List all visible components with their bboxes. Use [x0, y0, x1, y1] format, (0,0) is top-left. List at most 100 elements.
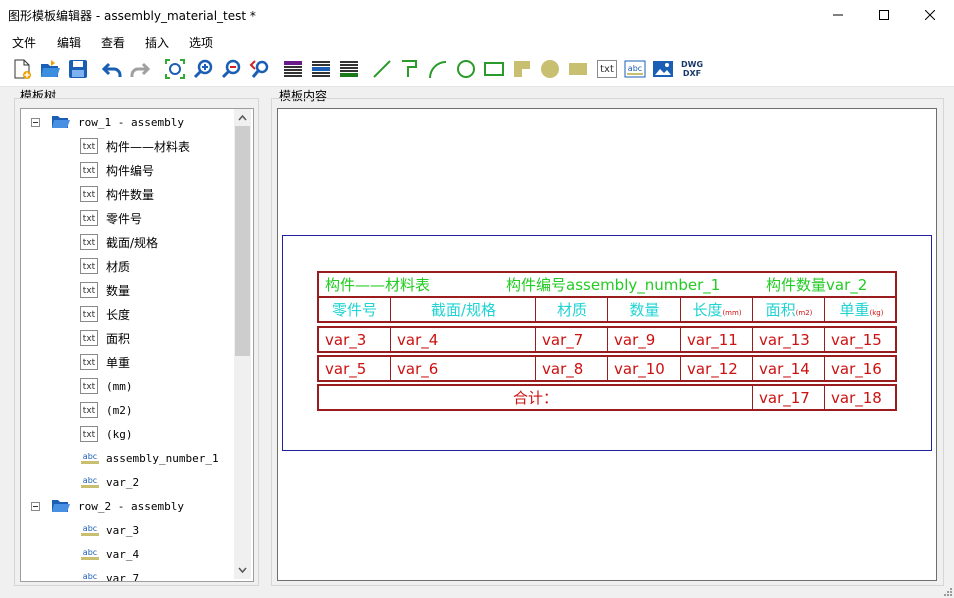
zoom-previous-icon: [249, 60, 269, 78]
total-label[interactable]: 合计：: [513, 389, 559, 407]
tree-leaf-node[interactable]: txt(mm): [80, 375, 133, 397]
save-icon: [69, 60, 87, 78]
table-cell[interactable]: var_9: [607, 328, 681, 351]
variable-text-button[interactable]: abc: [623, 57, 647, 81]
column-header-row[interactable]: 零件号 截面/规格 材质数量长度(mm)面积(m2)单重(kg): [317, 296, 897, 323]
table-cell[interactable]: var_13: [752, 328, 825, 351]
column-header[interactable]: 面积(m2): [752, 297, 825, 321]
column-header[interactable]: 材质: [535, 297, 608, 321]
assembly-count-var[interactable]: var_2: [826, 275, 868, 294]
menu-view[interactable]: 查看: [101, 36, 126, 50]
line-button[interactable]: [370, 57, 394, 81]
zoom-previous-button[interactable]: [247, 57, 271, 81]
window-title: 图形模板编辑器 - assembly_material_test *: [8, 9, 256, 23]
table-style-2-button[interactable]: [309, 57, 333, 81]
menu-edit[interactable]: 编辑: [57, 36, 82, 50]
column-header-label: 截面/规格: [430, 300, 497, 319]
menu-insert[interactable]: 插入: [145, 36, 170, 50]
scroll-down-button[interactable]: [235, 562, 250, 578]
table-cell[interactable]: var_11: [680, 328, 753, 351]
filled-polygon-button[interactable]: [510, 57, 534, 81]
assembly-number-var[interactable]: assembly_number_1: [566, 275, 721, 294]
new-file-button[interactable]: [10, 57, 34, 81]
tree-group-node[interactable]: row_1 - assembly: [31, 111, 184, 133]
save-button[interactable]: [66, 57, 90, 81]
table-cell[interactable]: var_8: [535, 357, 608, 380]
close-icon: [925, 10, 935, 20]
redo-button[interactable]: [128, 57, 152, 81]
total-area-var[interactable]: var_17: [752, 386, 825, 409]
maximize-button[interactable]: [861, 0, 907, 30]
open-button[interactable]: [38, 57, 62, 81]
table-cell[interactable]: var_5: [325, 359, 367, 378]
table-cell[interactable]: var_10: [607, 357, 681, 380]
close-button[interactable]: [907, 0, 953, 30]
tree-leaf-node[interactable]: txt(m2): [80, 399, 133, 421]
total-row[interactable]: 合计： var_17 var_18: [317, 384, 897, 411]
column-header[interactable]: 数量: [607, 297, 681, 321]
tree-leaf-node[interactable]: txt(kg): [80, 423, 133, 445]
collapse-toggle-icon[interactable]: [31, 501, 40, 511]
column-header[interactable]: 长度(mm): [680, 297, 753, 321]
undo-button[interactable]: [100, 57, 124, 81]
polyline-button[interactable]: [398, 57, 422, 81]
minimize-button[interactable]: [815, 0, 861, 30]
zoom-in-button[interactable]: [191, 57, 215, 81]
table-cell[interactable]: var_15: [824, 328, 898, 351]
table-style-1-button[interactable]: [281, 57, 305, 81]
menu-file[interactable]: 文件: [12, 36, 37, 50]
table-cell[interactable]: var_14: [752, 357, 825, 380]
table-cell[interactable]: var_16: [824, 357, 898, 380]
table-cell[interactable]: var_6: [390, 357, 536, 380]
column-header[interactable]: 零件号: [319, 297, 390, 321]
table-cell[interactable]: var_12: [680, 357, 753, 380]
dwg-dxf-button[interactable]: DWG DXF: [679, 57, 705, 81]
filled-circle-button[interactable]: [538, 57, 562, 81]
tree-group-node[interactable]: row_2 - assembly: [31, 495, 184, 517]
template-border[interactable]: [282, 235, 932, 451]
table-cell[interactable]: var_7: [535, 328, 608, 351]
table-cell[interactable]: var_3: [325, 330, 367, 349]
scroll-up-button[interactable]: [235, 110, 250, 126]
resize-grip-icon[interactable]: [942, 586, 952, 596]
tree-node-label: 截面/规格: [106, 235, 159, 250]
rectangle-button[interactable]: [482, 57, 506, 81]
image-button[interactable]: [651, 57, 675, 81]
table-style-3-button[interactable]: [337, 57, 361, 81]
menu-options[interactable]: 选项: [189, 36, 214, 50]
filled-rectangle-button[interactable]: [566, 57, 590, 81]
column-header[interactable]: 单重(kg): [824, 297, 898, 321]
total-weight-var[interactable]: var_18: [824, 386, 897, 409]
column-header[interactable]: 截面/规格: [390, 297, 536, 321]
table-cell[interactable]: var_4: [390, 328, 536, 351]
collapse-toggle-icon[interactable]: [31, 117, 40, 127]
zoom-out-button[interactable]: [219, 57, 243, 81]
text-button[interactable]: txt: [595, 57, 619, 81]
zoom-fit-button[interactable]: [163, 57, 187, 81]
circle-button[interactable]: [454, 57, 478, 81]
table-title[interactable]: 构件——材料表: [325, 276, 431, 294]
tree-scroll-thumb[interactable]: [235, 126, 250, 356]
arc-button[interactable]: [426, 57, 450, 81]
